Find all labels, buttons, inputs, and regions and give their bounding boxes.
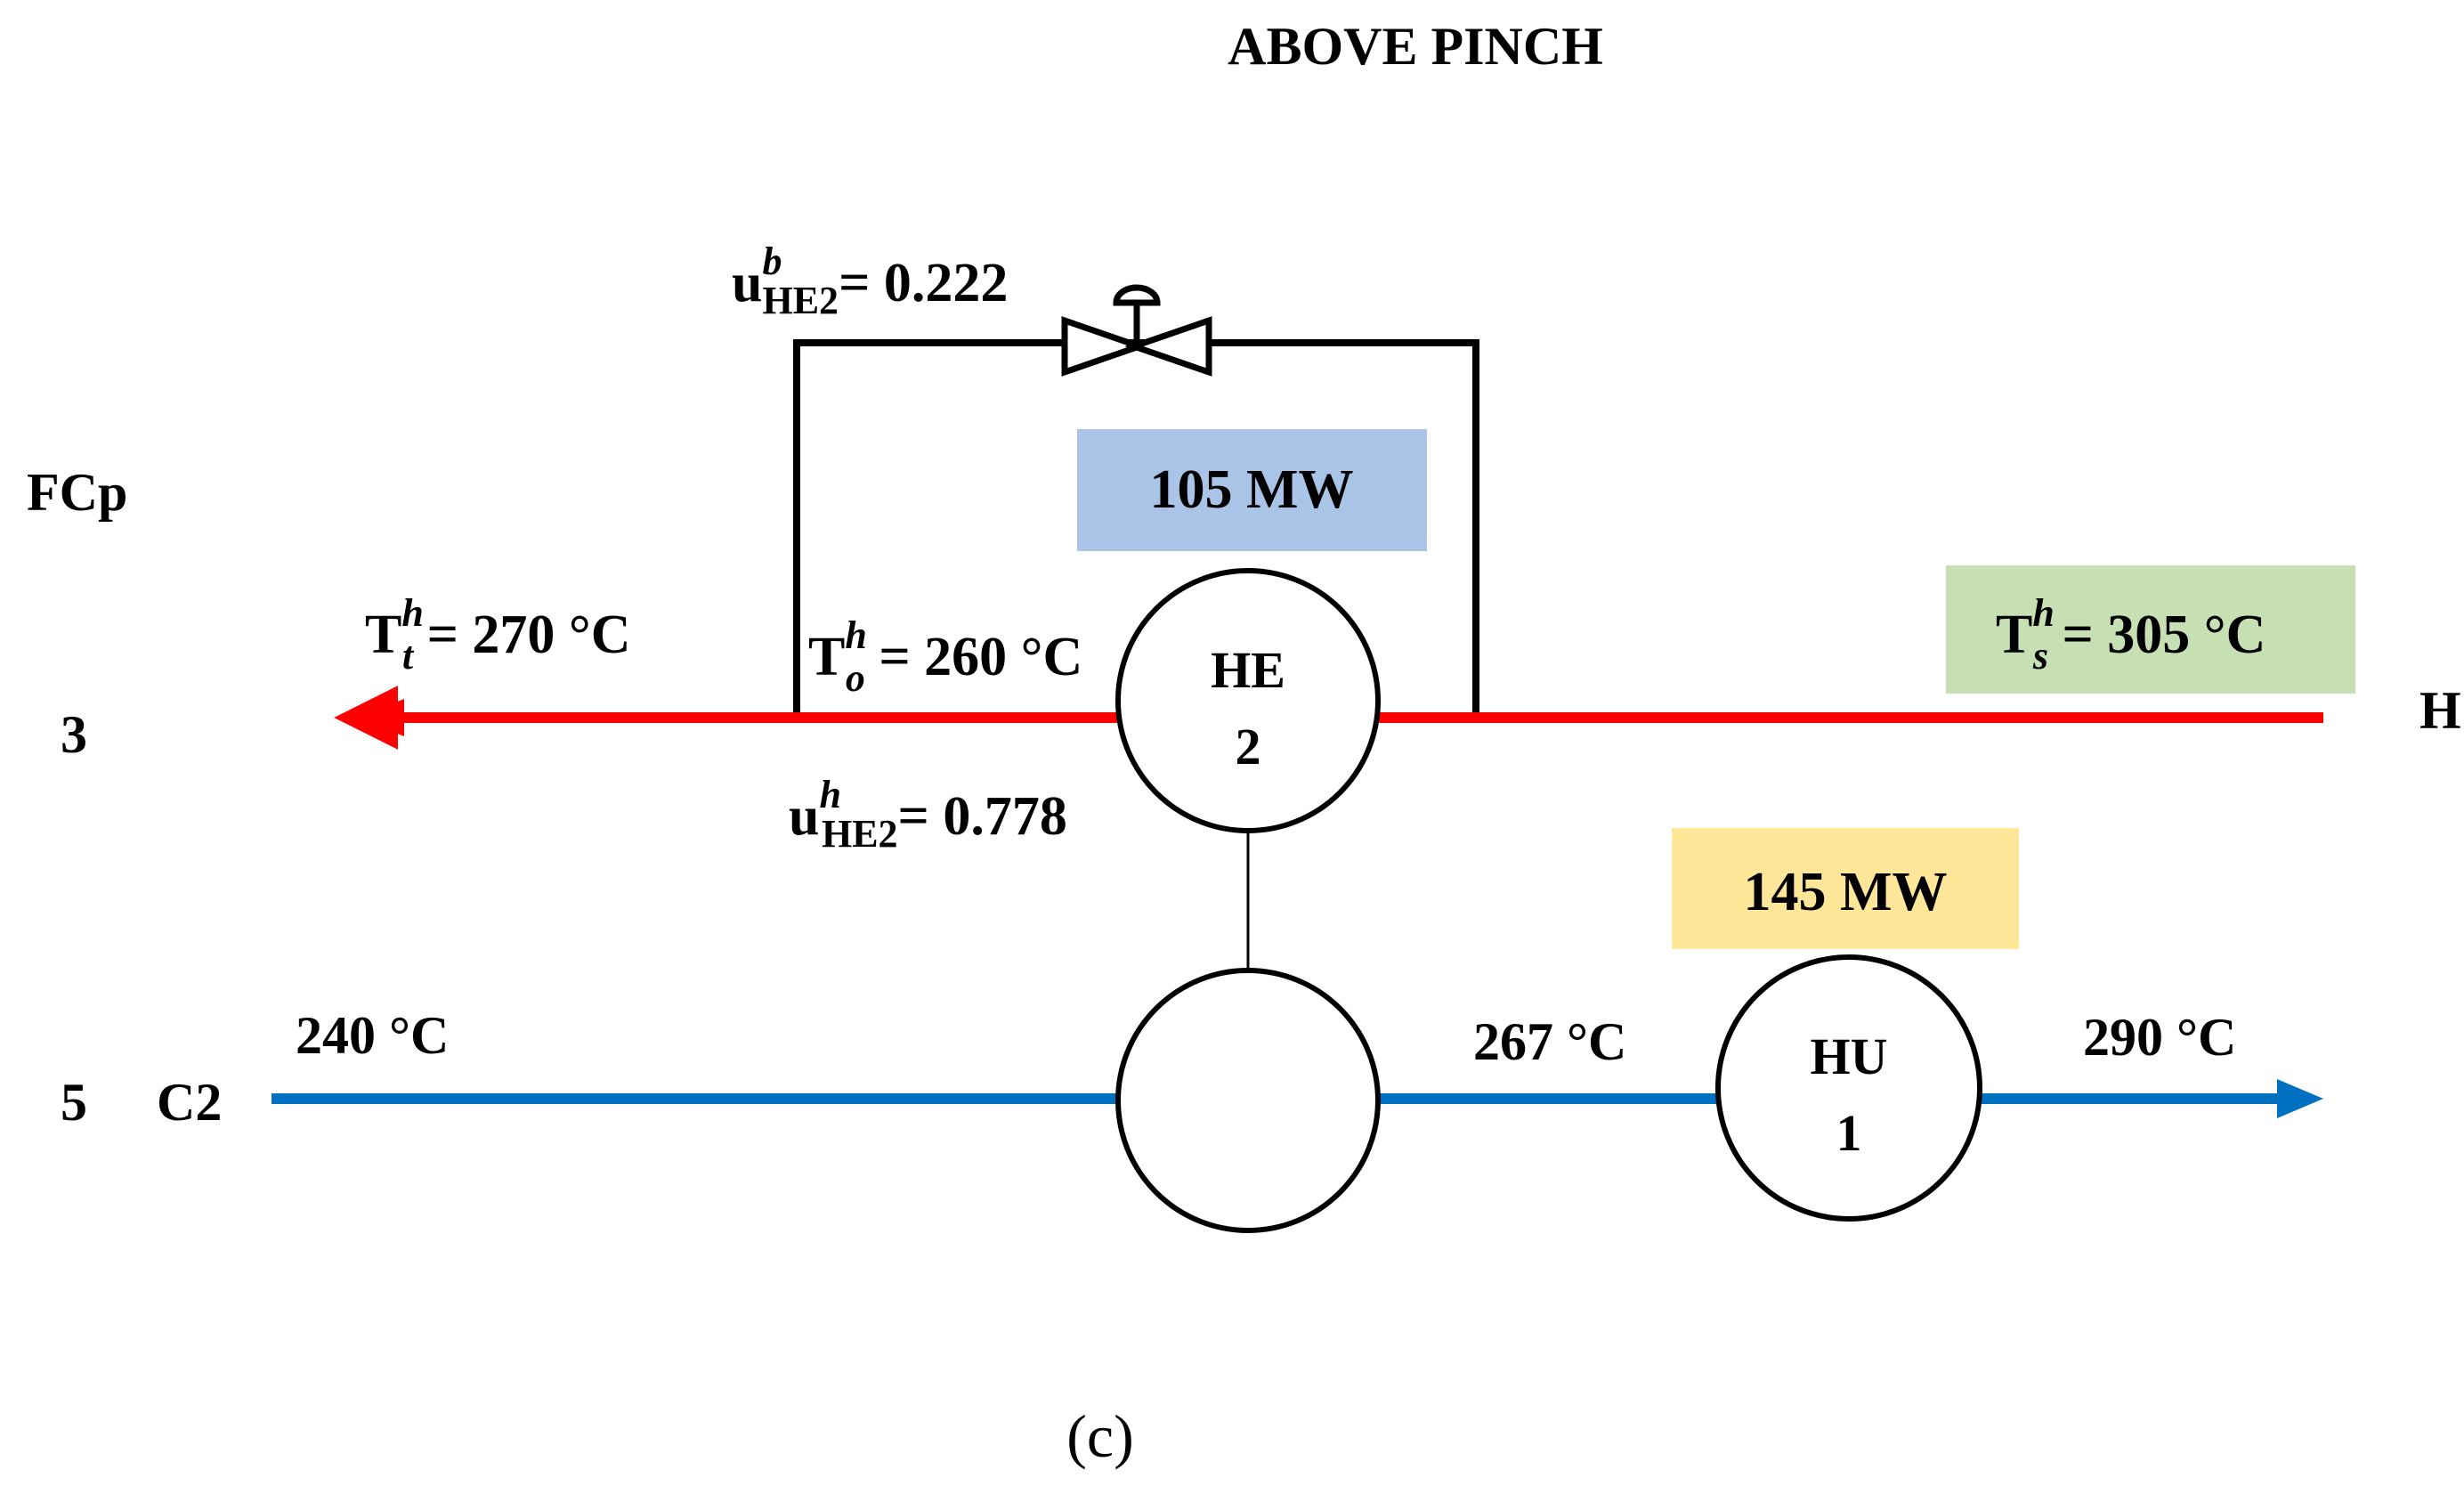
hu1-label-line1: HU — [1811, 1027, 1888, 1085]
he2-duty-label: 105 MW — [1149, 459, 1353, 520]
target-temp-symbol: T — [365, 605, 401, 665]
cold-inlet-temp: 240 °C — [296, 1006, 449, 1065]
split-fraction-value: = 0.778 — [898, 786, 1067, 847]
source-temp-value: = 305 °C — [2048, 605, 2265, 665]
he2-duty-box — [1077, 429, 1427, 551]
outlet-temp-value: = 260 °C — [865, 627, 1082, 687]
source-temp-symbol: T — [1996, 605, 2032, 665]
hu1-label-line2: 1 — [1836, 1104, 1862, 1162]
split-fraction-sub: HE2 — [822, 812, 898, 856]
split-fraction-sup: h — [819, 773, 840, 816]
he2-label-line2: 2 — [1236, 718, 1261, 775]
figure-caption: (c) — [1066, 1402, 1133, 1470]
cold-stream-fcp: 5 — [61, 1073, 87, 1132]
bypass-fraction-u: u — [732, 253, 762, 313]
he2-hot-circle — [1115, 568, 1381, 833]
fcp-header: FCp — [27, 463, 127, 522]
outlet-temp-sup: h — [845, 613, 866, 657]
source-temp-sup: h — [2032, 591, 2054, 635]
target-temp-sub: t — [402, 634, 415, 678]
target-temp-value: = 270 °C — [413, 605, 630, 665]
source-temp-sub: s — [2032, 634, 2048, 678]
cold-outlet-temp: 290 °C — [2083, 1008, 2236, 1067]
outlet-temp-symbol: T — [808, 627, 845, 687]
hot-stream-fcp: 3 — [61, 705, 87, 764]
outlet-temp-sub: o — [846, 656, 865, 700]
source-temp-box — [1946, 565, 2355, 694]
bypass-fraction-sub: HE2 — [762, 279, 839, 322]
cold-stream-name: C2 — [157, 1073, 222, 1132]
cold-stream-arrow-icon — [2277, 1079, 2323, 1118]
diagram-title: ABOVE PINCH — [1228, 17, 1603, 76]
cold-mid-temp: 267 °C — [1473, 1012, 1626, 1071]
bypass-fraction-value: = 0.222 — [839, 253, 1008, 313]
hot-stream-arrow-icon — [358, 699, 404, 736]
he2-label-line1: HE — [1211, 641, 1285, 699]
bypass-valve-icon — [1061, 284, 1212, 377]
hot-stream-name: H1 — [2419, 681, 2464, 740]
split-fraction-u: u — [789, 786, 819, 847]
target-temp-sup: h — [401, 591, 423, 635]
hu1-circle — [1715, 954, 1982, 1222]
hu1-duty-label: 145 MW — [1743, 862, 1947, 922]
bypass-fraction-sup: b — [762, 240, 782, 283]
hu1-duty-box — [1672, 828, 2019, 949]
he2-cold-circle — [1115, 968, 1381, 1233]
